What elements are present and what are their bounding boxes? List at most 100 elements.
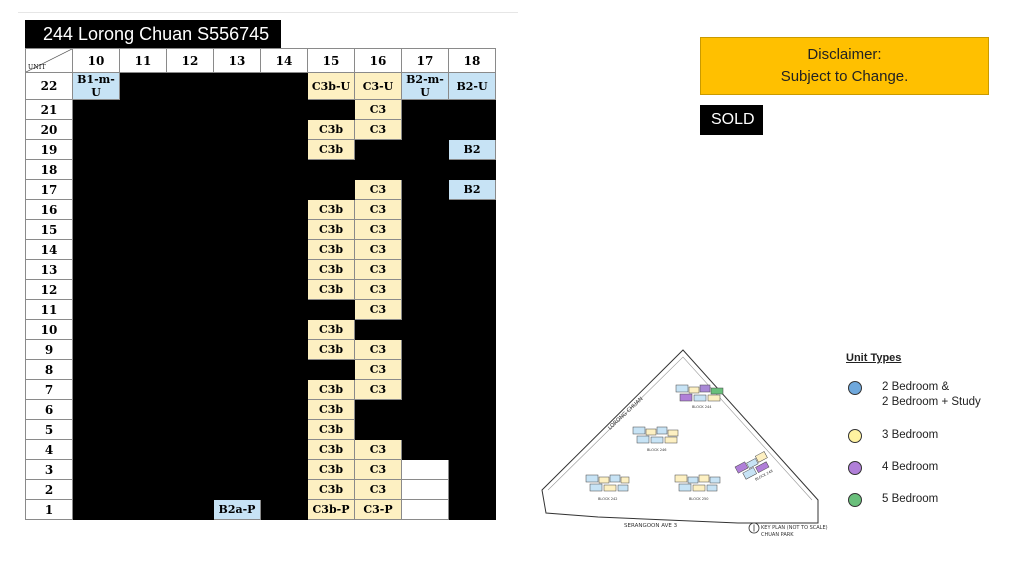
legend-item-5-bedroom: 5 Bedroom	[848, 492, 938, 507]
sold-unit-cell	[401, 259, 449, 280]
sold-unit-cell	[260, 139, 308, 160]
sold-unit-cell	[213, 99, 261, 120]
sold-unit-cell	[72, 199, 120, 220]
sold-unit-cell	[401, 179, 449, 200]
sold-unit-cell	[401, 319, 449, 340]
available-unit-cell: C3b-U	[307, 72, 355, 100]
sold-unit-cell	[260, 279, 308, 300]
column-header: 13	[213, 48, 261, 73]
block-label-242: BLOCK 242	[598, 497, 618, 501]
legend-label: 4 Bedroom	[882, 461, 939, 473]
legend-label-line2: 2 Bedroom + Study	[882, 396, 981, 408]
sold-unit-cell	[72, 139, 120, 160]
unit-types-legend: Unit Types 2 Bedroom & 2 Bedroom + Study…	[838, 352, 988, 522]
sold-unit-cell	[401, 439, 449, 460]
sold-unit-cell	[260, 99, 308, 120]
sold-unit-cell	[354, 319, 402, 340]
sold-unit-cell	[448, 419, 496, 440]
unit-axis-label: UNIT	[28, 64, 46, 71]
sold-unit-cell	[72, 359, 120, 380]
sold-unit-cell	[72, 319, 120, 340]
available-unit-cell: B2a-P	[213, 499, 261, 520]
sold-unit-cell	[119, 179, 167, 200]
sold-unit-cell	[72, 439, 120, 460]
floor-number: 11	[25, 299, 73, 320]
sold-unit-cell	[448, 99, 496, 120]
sold-unit-cell	[72, 279, 120, 300]
floor-number: 15	[25, 219, 73, 240]
sold-unit-cell	[119, 399, 167, 420]
site-boundary	[541, 349, 819, 524]
sold-label: SOLD	[700, 105, 763, 135]
legend-dot-purple-icon	[848, 461, 862, 475]
sold-unit-cell	[119, 279, 167, 300]
available-unit-cell: B2-m-U	[401, 72, 449, 100]
disclaimer-box: Disclaimer: Subject to Change.	[700, 37, 989, 95]
sold-unit-cell	[72, 419, 120, 440]
sold-unit-cell	[119, 419, 167, 440]
sold-unit-cell	[213, 439, 261, 460]
floor-row: 18	[25, 159, 496, 180]
sold-unit-cell	[260, 439, 308, 460]
sold-unit-cell	[260, 499, 308, 520]
sold-unit-cell	[166, 72, 214, 100]
available-unit-cell: C3	[354, 179, 402, 200]
available-unit-cell: C3	[354, 99, 402, 120]
available-unit-cell: C3	[354, 479, 402, 500]
grid-corner-cell: UNIT	[25, 48, 73, 73]
floor-number: 1	[25, 499, 73, 520]
floor-number: 3	[25, 459, 73, 480]
sold-unit-cell	[119, 99, 167, 120]
top-divider	[18, 12, 518, 13]
sold-unit-cell	[448, 199, 496, 220]
sold-unit-cell	[213, 279, 261, 300]
sold-unit-cell	[307, 299, 355, 320]
sold-unit-cell	[166, 319, 214, 340]
available-unit-cell: C3	[354, 439, 402, 460]
sold-unit-cell	[166, 99, 214, 120]
sold-unit-cell	[166, 119, 214, 140]
sold-unit-cell	[166, 339, 214, 360]
sold-unit-cell	[401, 199, 449, 220]
sold-unit-cell	[260, 479, 308, 500]
sold-unit-cell	[119, 139, 167, 160]
sold-unit-cell	[448, 319, 496, 340]
floor-number: 22	[25, 72, 73, 100]
block-246: BLOCK 246	[632, 426, 679, 452]
sold-unit-cell	[448, 459, 496, 480]
sold-unit-cell	[166, 279, 214, 300]
legend-item-4-bedroom: 4 Bedroom	[848, 460, 938, 475]
available-unit-cell: C3	[354, 379, 402, 400]
floor-number: 13	[25, 259, 73, 280]
sold-unit-cell	[119, 299, 167, 320]
sold-unit-cell	[401, 419, 449, 440]
available-unit-cell: C3b	[307, 439, 355, 460]
floor-number: 8	[25, 359, 73, 380]
sold-unit-cell	[213, 359, 261, 380]
sold-unit-cell	[401, 399, 449, 420]
floor-number: 16	[25, 199, 73, 220]
column-header: 15	[307, 48, 355, 73]
sold-unit-cell	[213, 259, 261, 280]
sold-unit-cell	[401, 119, 449, 140]
sold-unit-cell	[119, 479, 167, 500]
available-unit-cell: C3b	[307, 479, 355, 500]
sold-unit-cell	[260, 239, 308, 260]
sold-unit-cell	[401, 139, 449, 160]
sold-unit-cell	[72, 479, 120, 500]
available-unit-cell: C3b	[307, 419, 355, 440]
sold-unit-cell	[72, 159, 120, 180]
sold-unit-cell	[307, 359, 355, 380]
sold-unit-cell	[72, 179, 120, 200]
sold-unit-cell	[401, 159, 449, 180]
sold-unit-cell	[260, 299, 308, 320]
available-unit-cell: C3b	[307, 259, 355, 280]
sold-unit-cell	[260, 179, 308, 200]
